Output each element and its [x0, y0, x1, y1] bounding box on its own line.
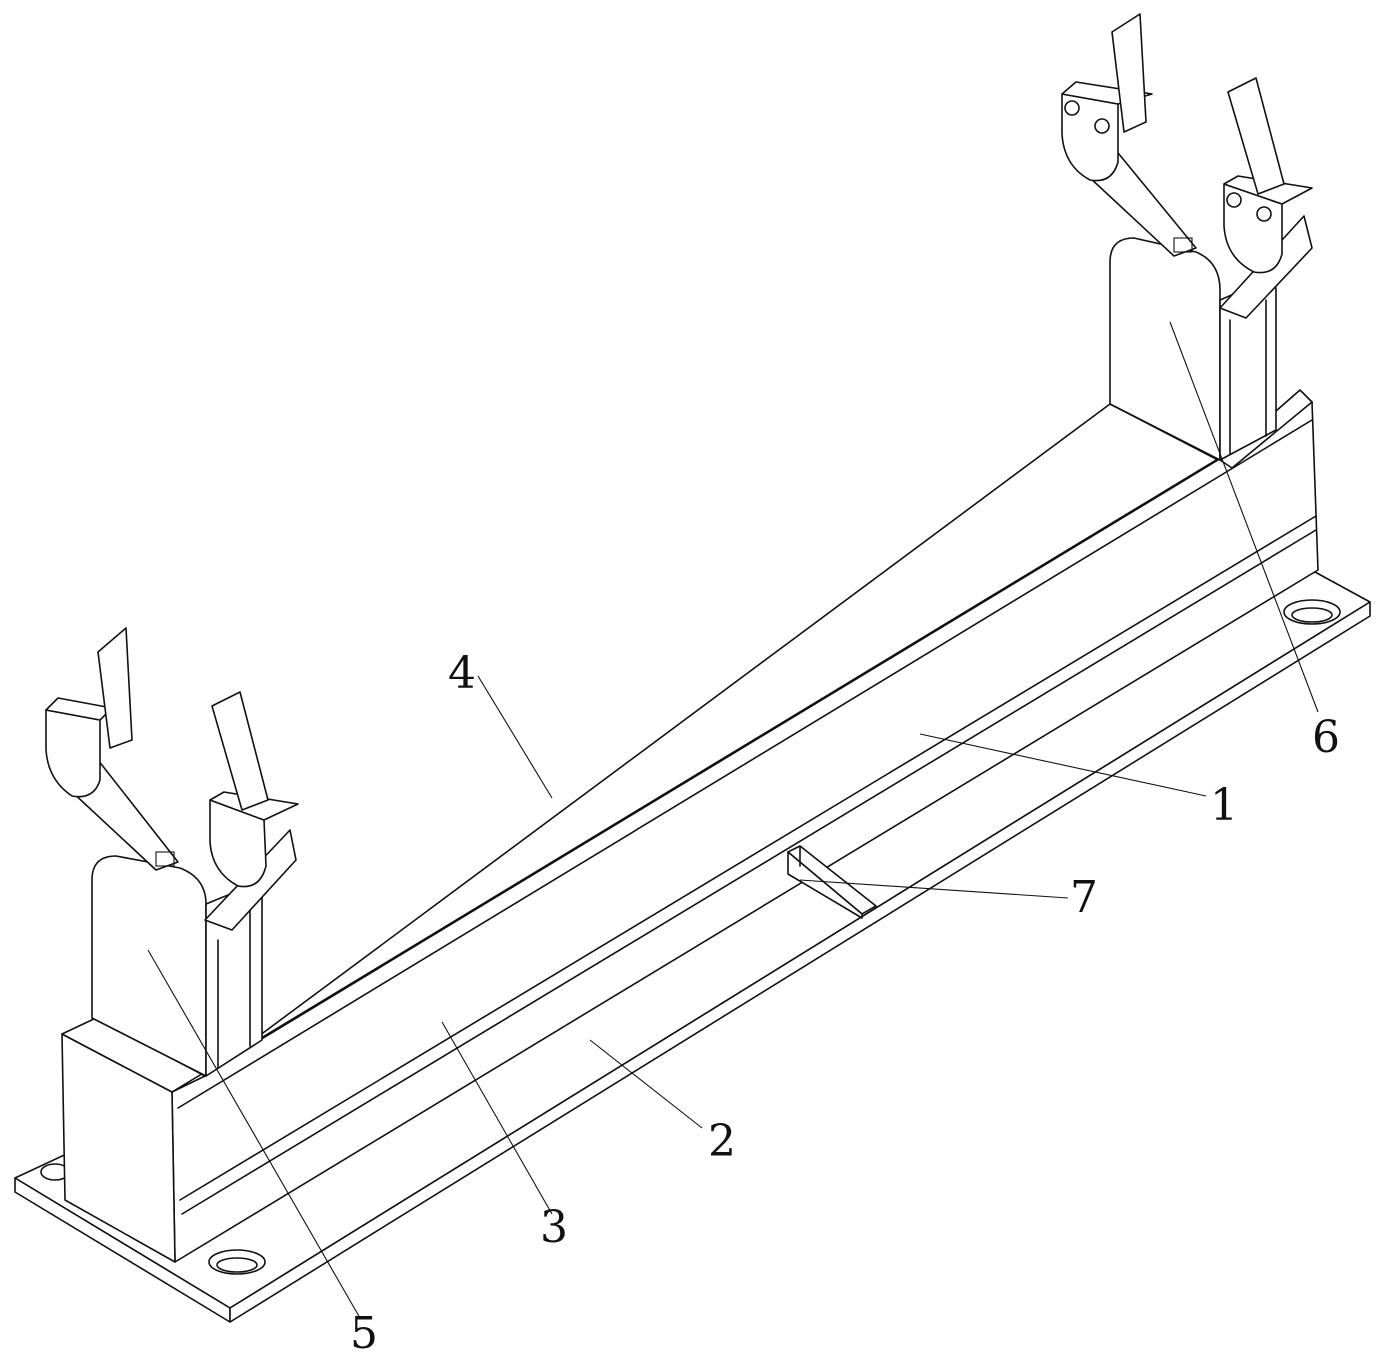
callout-label-2: 2	[708, 1116, 736, 1167]
left-clamp	[45, 627, 299, 1077]
callout-label-7: 7	[1070, 872, 1098, 923]
bracket	[787, 845, 877, 919]
callout-label-1: 1	[1210, 780, 1238, 831]
callout-label-6: 6	[1312, 712, 1340, 763]
leader-lines	[147, 321, 1319, 1319]
callout-label-3: 3	[540, 1202, 568, 1253]
main-beam	[61, 389, 1319, 1263]
callout-label-4: 4	[448, 648, 476, 699]
right-clamp	[1061, 13, 1313, 461]
callout-label-5: 5	[350, 1308, 378, 1359]
